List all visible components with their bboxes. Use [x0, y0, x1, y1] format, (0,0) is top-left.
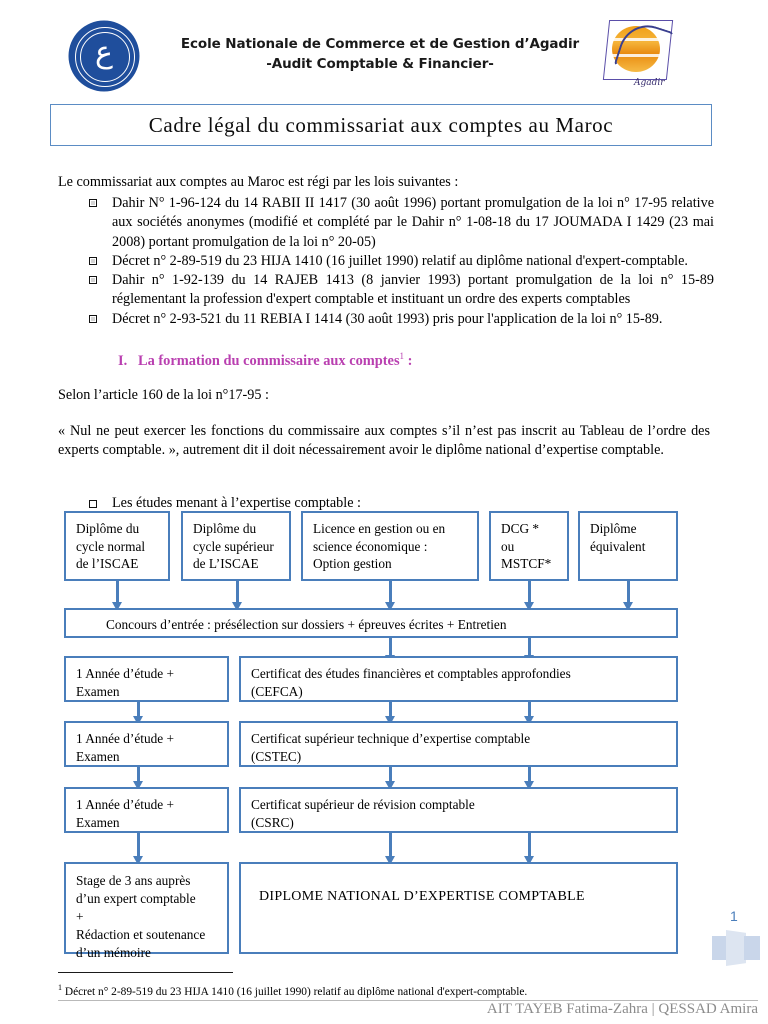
flow-box-annee-etude-1[interactable]: 1 Année d’étude + Examen	[64, 656, 229, 702]
flow-box-annee-etude-3[interactable]: 1 Année d’étude + Examen	[64, 787, 229, 833]
arrow-down-4	[524, 581, 534, 611]
law-item-text: Décret n° 2-93-521 du 11 REBIA I 1414 (3…	[112, 310, 663, 327]
arrow-down-1	[112, 581, 122, 611]
article-reference: Selon l’article 160 de la loi n°17-95 :	[58, 387, 269, 403]
footnote-marker: 1	[399, 351, 405, 361]
document-title-box: Cadre légal du commissariat aux comptes …	[50, 104, 712, 146]
footnote-text: Décret n° 2-89-519 du 23 HIJA 1410 (16 j…	[62, 985, 528, 998]
etudes-bullet-text: Les études menant à l’expertise comptabl…	[112, 495, 361, 511]
institution-heading: Ecole Nationale de Commerce et de Gestio…	[180, 34, 580, 74]
square-bullet-icon	[89, 276, 97, 285]
list-item: Décret n° 2-89-519 du 23 HIJA 1410 (16 j…	[86, 252, 714, 271]
encg-circle	[612, 26, 660, 72]
square-bullet-icon	[89, 256, 97, 265]
arrow-down-7	[524, 638, 534, 664]
arrow-down-10	[524, 702, 534, 725]
flow-box-diplome-cycle-superieur[interactable]: Diplôme du cycle supérieur de L’ISCAE	[181, 511, 291, 581]
arrow-down-13	[524, 767, 534, 790]
seal-arabic-glyph: ع	[95, 35, 113, 70]
section-colon: :	[404, 352, 413, 369]
flow-box-csrc[interactable]: Certificat supérieur de révision comptab…	[239, 787, 678, 833]
ribbon-center	[726, 930, 746, 966]
section-number: I.	[118, 352, 128, 369]
article-quote: « Nul ne peut exercer les fonctions du c…	[58, 423, 710, 459]
arrow-down-16	[524, 833, 534, 865]
list-item: Dahir n° 1-92-139 du 14 RAJEB 1413 (8 ja…	[86, 271, 714, 310]
flow-box-diplome-national[interactable]: DIPLOME NATIONAL D’EXPERTISE COMPTABLE	[239, 862, 678, 954]
law-item-text: Dahir N° 1-96-124 du 14 RABII II 1417 (3…	[112, 195, 714, 250]
arrow-down-8	[133, 702, 143, 725]
page-title: Cadre légal du commissariat aux comptes …	[148, 112, 614, 137]
law-item-text: Décret n° 2-89-519 du 23 HIJA 1410 (16 j…	[112, 252, 688, 269]
encg-logo-caption: Agadir	[634, 78, 665, 88]
section-heading: I. La formation du commissaire aux compt…	[118, 351, 412, 370]
square-bullet-icon	[89, 314, 97, 323]
footnote-separator	[58, 972, 233, 973]
arrow-down-15	[385, 833, 395, 865]
arrow-down-3	[385, 581, 395, 611]
law-item-text: Dahir n° 1-92-139 du 14 RAJEB 1413 (8 ja…	[112, 272, 714, 308]
arrow-down-12	[385, 767, 395, 790]
footnote: 1 Décret n° 2-89-519 du 23 HIJA 1410 (16…	[58, 981, 527, 999]
etudes-bullet-line: Les études menant à l’expertise comptabl…	[86, 495, 361, 512]
footer-authors: AIT TAYEB Fatima-Zahra | QESSAD Amira	[486, 1001, 758, 1017]
section-title: La formation du commissaire aux comptes	[138, 352, 400, 369]
square-bullet-icon	[89, 500, 97, 508]
seal-inner-ring	[80, 32, 130, 82]
list-item: Décret n° 2-93-521 du 11 REBIA I 1414 (3…	[86, 310, 714, 329]
arrow-down-5	[623, 581, 633, 611]
flow-box-cstec[interactable]: Certificat supérieur technique d’experti…	[239, 721, 678, 767]
flow-box-licence-gestion[interactable]: Licence en gestion ou en science économi…	[301, 511, 479, 581]
arrow-down-2	[232, 581, 242, 611]
footer-separator	[58, 1000, 758, 1001]
encg-agadir-logo-icon: Agadir	[600, 17, 682, 98]
institution-line-1: Ecole Nationale de Commerce et de Gestio…	[180, 36, 580, 52]
arrow-down-9	[385, 702, 395, 725]
ribbon-decoration-icon	[712, 930, 760, 966]
institution-line-2: -Audit Comptable & Financier-	[266, 56, 494, 72]
seal-outer-ring	[75, 27, 135, 87]
intro-paragraph: Le commissariat aux comptes au Maroc est…	[58, 174, 459, 190]
flow-box-diplome-equivalent[interactable]: Diplôme équivalent	[578, 511, 678, 581]
universite-ibn-zohr-seal-icon: ع	[66, 20, 144, 92]
arrow-down-14	[133, 833, 143, 865]
flow-box-annee-etude-2[interactable]: 1 Année d’étude + Examen	[64, 721, 229, 767]
flow-box-concours-entree[interactable]: Concours d’entrée : présélection sur dos…	[64, 608, 678, 638]
flow-box-dcg-mstcf[interactable]: DCG * ou MSTCF*	[489, 511, 569, 581]
law-list: Dahir N° 1-96-124 du 14 RABII II 1417 (3…	[86, 194, 714, 329]
arrow-down-6	[385, 638, 395, 664]
page-header: ع Ecole Nationale de Commerce et de Gest…	[0, 8, 768, 98]
arrow-down-11	[133, 767, 143, 790]
flow-box-stage-memoire[interactable]: Stage de 3 ans auprès d’un expert compta…	[64, 862, 229, 960]
flow-box-diplome-cycle-normal[interactable]: Diplôme du cycle normal de l’ISCAE	[64, 511, 170, 581]
flow-box-cefca[interactable]: Certificat des études financières et com…	[239, 656, 678, 702]
ribbon-left	[712, 936, 728, 960]
page-number: 1	[730, 908, 738, 924]
encg-band-bottom	[612, 54, 660, 57]
square-bullet-icon	[89, 199, 97, 207]
flow-box-concours-text: Concours d’entrée : présélection sur dos…	[106, 616, 507, 632]
list-item: Dahir N° 1-96-124 du 14 RABII II 1417 (3…	[86, 194, 714, 252]
footnote-number: 1	[58, 983, 62, 992]
encg-band-top	[612, 38, 660, 41]
ribbon-right	[744, 936, 760, 960]
